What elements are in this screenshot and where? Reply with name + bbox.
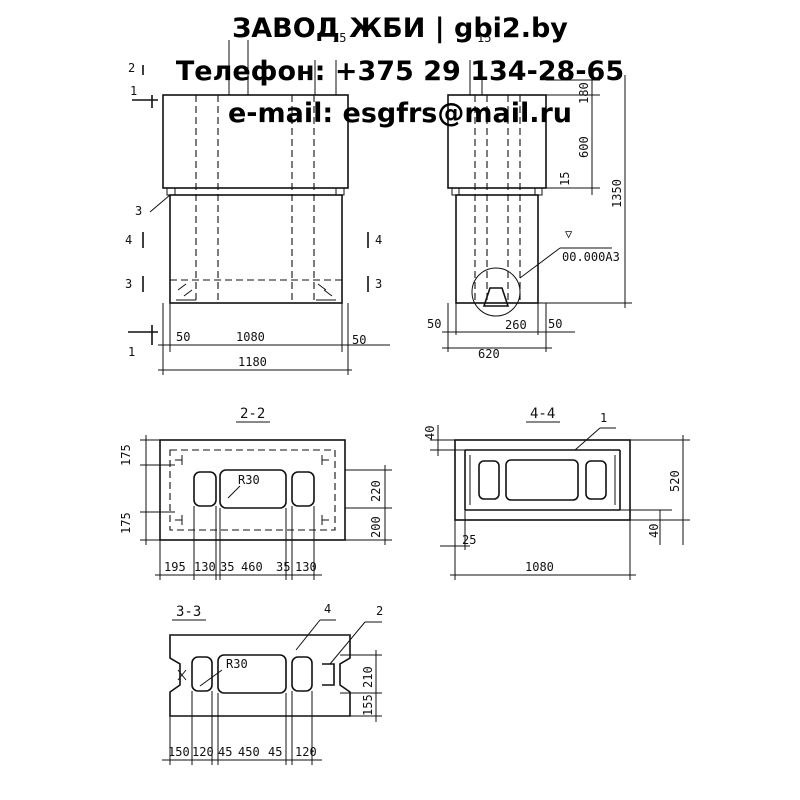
s33-dim-45-right: 45 (268, 745, 282, 759)
section-3-3-outline (169, 634, 351, 717)
front-dim-50-right: 50 (352, 333, 366, 347)
section-2-2-outline (159, 439, 346, 541)
section-3-3-mark-4: 4 (324, 602, 331, 616)
side-dim-50-left: 50 (427, 317, 441, 331)
s22-dim-175-top: 175 (119, 444, 133, 466)
section-3-3-radius: R30 (226, 657, 248, 671)
front-mark-3-right: 3 (375, 277, 382, 291)
s44-dim-25: 25 (462, 533, 476, 547)
s22-dim-35-right: 35 (276, 560, 290, 574)
section-3-3: 3-3 R30 4 2 210 155 150 120 45 450 (162, 602, 383, 765)
s44-dim-40-bottom: 40 (647, 524, 661, 538)
section-3-3-title: 3-3 (176, 604, 201, 620)
side-lower-block (455, 194, 539, 304)
side-upper-block (447, 94, 547, 189)
section-2-2-title: 2-2 (240, 406, 265, 422)
s33-dim-450: 450 (238, 745, 260, 759)
side-dim-50-right: 50 (548, 317, 562, 331)
front-mark-4-right: 4 (375, 233, 382, 247)
section-4-4-outline (454, 439, 631, 521)
s22-dim-220: 220 (369, 480, 383, 502)
s22-dim-130-right: 130 (295, 560, 317, 574)
side-dim-600: 600 (577, 136, 591, 158)
s33-dim-155: 155 (361, 694, 375, 716)
section-4-4-title: 4-4 (530, 406, 555, 422)
front-mark-4-left: 4 (125, 233, 132, 247)
side-dim-15: 15 (558, 172, 572, 186)
section-2-2: 2-2 R30 175 175 220 200 195 130 (119, 406, 392, 580)
front-mark-3-leader: 3 (135, 204, 142, 218)
front-dim-1180: 1180 (238, 355, 267, 369)
side-elev: 00.000АЗ (562, 250, 620, 264)
s22-dim-35-left: 35 (220, 560, 234, 574)
s22-dim-130-left: 130 (194, 560, 216, 574)
header-watermark: ЗАВОД ЖБИ | gbi2.by Телефон: +375 29 134… (0, 0, 800, 130)
side-view: ▽ 00.000АЗ 15 180 600 15 1350 50 260 50 … (427, 31, 632, 361)
side-dim-620: 620 (478, 347, 500, 361)
s33-dim-150: 150 (168, 745, 190, 759)
front-dim-1080: 1080 (236, 330, 265, 344)
front-lower-block (169, 194, 343, 304)
header-phone: Телефон: +375 29 134-28-65 (175, 56, 625, 87)
s44-dim-40-top: 40 (423, 426, 437, 440)
header-email: e-mail: esgfrs@mail.ru (227, 98, 573, 129)
s44-dim-520: 520 (668, 470, 682, 492)
side-dim-1350: 1350 (610, 179, 624, 208)
front-mark-1-top: 1 (130, 84, 137, 98)
side-dim-260: 260 (505, 318, 527, 332)
header-company: ЗАВОД ЖБИ | gbi2.by (232, 13, 568, 44)
s22-dim-195: 195 (164, 560, 186, 574)
front-mark-3-left: 3 (125, 277, 132, 291)
front-dim-50-left: 50 (176, 330, 190, 344)
s44-dim-1080: 1080 (525, 560, 554, 574)
front-top-dim: 15 (332, 31, 346, 45)
s22-dim-175-bottom: 175 (119, 512, 133, 534)
section-3-3-mark-2: 2 (376, 604, 383, 618)
s22-dim-460: 460 (241, 560, 263, 574)
side-top-dim: 15 (477, 31, 491, 45)
front-view: 2 1 3 4 4 3 3 1 15 50 1080 50 1180 (125, 31, 390, 375)
section-2-2-radius: R30 (238, 473, 260, 487)
section-4-4: 4-4 1 520 40 40 25 1080 (423, 406, 690, 580)
front-mark-2: 2 (128, 61, 135, 75)
side-dim-180: 180 (577, 82, 591, 104)
s33-dim-120-right: 120 (295, 745, 317, 759)
s22-dim-200: 200 (369, 516, 383, 538)
side-elev-mark: ▽ (565, 227, 573, 241)
s33-dim-210: 210 (361, 666, 375, 688)
s33-dim-45-left: 45 (218, 745, 232, 759)
s33-dim-120-left: 120 (192, 745, 214, 759)
section-4-4-mark-1: 1 (600, 411, 607, 425)
front-mark-1-bottom: 1 (128, 345, 135, 359)
